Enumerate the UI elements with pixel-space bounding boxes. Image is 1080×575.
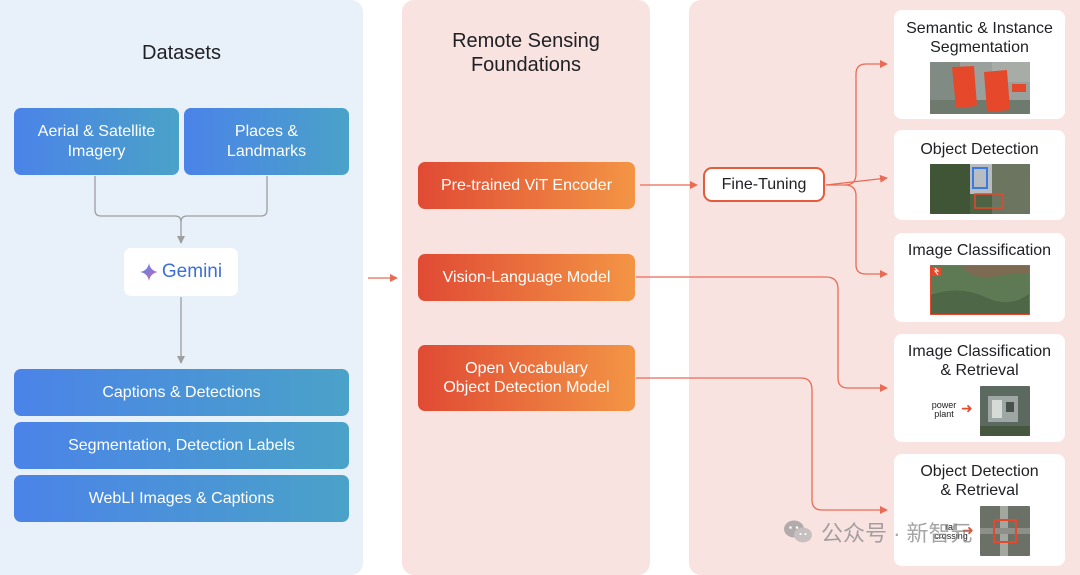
gemini-label: Gemini bbox=[161, 261, 223, 282]
connector-ovd-to-detection-retrieval bbox=[636, 377, 888, 514]
task-card-detection-retrieval: Object Detection & Retrieval rail crossi… bbox=[894, 454, 1065, 566]
output-label: Segmentation, Detection Labels bbox=[68, 436, 295, 454]
output-webli-images-captions: WebLI Images & Captions bbox=[14, 475, 349, 522]
output-segmentation-detection-labels: Segmentation, Detection Labels bbox=[14, 422, 349, 469]
task-title: Image Classification & Retrieval bbox=[907, 343, 1052, 379]
gemini-box: Gemini bbox=[124, 248, 238, 296]
task-title: Object Detection & Retrieval bbox=[920, 463, 1039, 499]
connector-places-to-gemini bbox=[180, 176, 268, 223]
detection-thumbnail bbox=[930, 164, 1030, 214]
model-label: Vision-Language Model bbox=[442, 269, 611, 286]
watermark-text: 公众号 · 新智元 bbox=[821, 521, 973, 546]
output-label: WebLI Images & Captions bbox=[88, 489, 275, 507]
source-label: Places & Landmarks bbox=[226, 122, 307, 160]
task-title: Image Classification bbox=[907, 242, 1052, 259]
retrieval-thumbnail bbox=[980, 386, 1030, 436]
connector-vlm-to-classification-retrieval bbox=[636, 276, 888, 392]
fine-tuning-label: Fine-Tuning bbox=[721, 175, 807, 193]
connector-finetuning-to-classification bbox=[844, 184, 888, 278]
output-label: Captions & Detections bbox=[102, 383, 261, 401]
model-label: Open Vocabulary Object Detection Model bbox=[443, 360, 610, 396]
datasets-title: Datasets bbox=[142, 42, 221, 64]
task-card-classification-retrieval: Image Classification & Retrieval power p… bbox=[894, 334, 1065, 442]
gemini-sparkle-icon bbox=[139, 263, 158, 281]
query-label: rail crossing bbox=[934, 522, 968, 541]
query-arrow-icon: ➜ bbox=[961, 400, 973, 416]
segmentation-thumbnail bbox=[930, 62, 1030, 114]
connector-finetuning-to-segmentation bbox=[826, 60, 888, 186]
model-vit-encoder: Pre-trained ViT Encoder bbox=[418, 162, 635, 209]
watermark: 公众号 · 新智元 bbox=[783, 516, 973, 548]
model-vision-language: Vision-Language Model bbox=[418, 254, 635, 301]
source-places-landmarks: Places & Landmarks bbox=[184, 108, 349, 175]
query-label: power plant bbox=[931, 400, 957, 419]
source-aerial-satellite-imagery: Aerial & Satellite Imagery bbox=[14, 108, 179, 175]
model-open-vocabulary-detection: Open Vocabulary Object Detection Model bbox=[418, 345, 635, 411]
task-card-image-classification: Image Classification bbox=[894, 233, 1065, 322]
classification-thumbnail bbox=[930, 265, 1030, 315]
output-captions-detections: Captions & Detections bbox=[14, 369, 349, 416]
query-arrow-icon: ➜ bbox=[962, 522, 974, 538]
detection-retrieval-thumbnail bbox=[980, 506, 1030, 556]
wechat-logo-icon bbox=[783, 519, 813, 545]
connector-aerial-to-gemini bbox=[94, 176, 185, 244]
task-card-object-detection: Object Detection bbox=[894, 130, 1065, 220]
fine-tuning-box: Fine-Tuning bbox=[703, 167, 825, 202]
task-title: Semantic & Instance Segmentation bbox=[906, 20, 1053, 56]
model-label: Pre-trained ViT Encoder bbox=[440, 177, 613, 194]
task-title: Object Detection bbox=[920, 141, 1039, 158]
foundations-title: Remote Sensing Foundations bbox=[452, 30, 600, 76]
task-card-segmentation: Semantic & Instance Segmentation bbox=[894, 10, 1065, 119]
connector-finetuning-to-detection bbox=[825, 174, 888, 186]
source-label: Aerial & Satellite Imagery bbox=[37, 122, 156, 160]
